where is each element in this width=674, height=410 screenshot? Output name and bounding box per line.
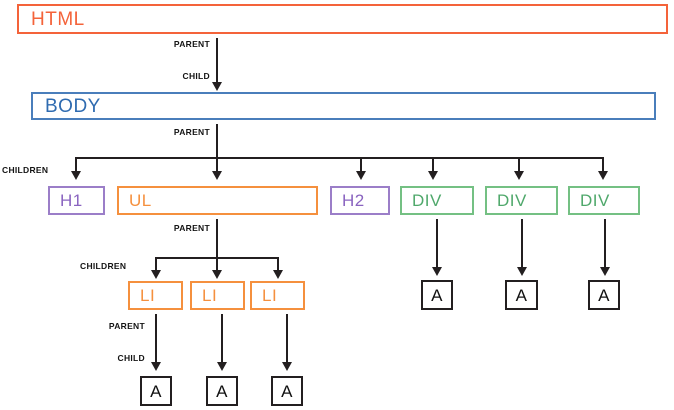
node-ul[interactable]: UL: [117, 186, 318, 215]
node-h2[interactable]: H2: [330, 186, 390, 215]
edge-label-html-child: CHILD: [182, 71, 210, 81]
node-h2-label: H2: [342, 191, 365, 210]
node-div-2-label: DIV: [497, 191, 527, 210]
edge-label-ul-parent: PARENT: [173, 223, 210, 233]
node-a-li-2[interactable]: A: [206, 376, 238, 406]
node-div-3[interactable]: DIV: [568, 186, 640, 215]
edge-body-to-div3-line: [602, 157, 604, 173]
edge-li2-to-a-line: [221, 314, 223, 364]
node-li-2[interactable]: LI: [190, 281, 245, 310]
edge-body-to-h1-line: [75, 157, 77, 173]
edge-ul-stem: [216, 219, 218, 273]
node-html-label: HTML: [31, 8, 85, 30]
node-a-li-1-label: A: [150, 381, 162, 401]
edge-li1-to-a-line: [155, 314, 157, 364]
edge-li3-to-a-arrow: [282, 362, 292, 371]
node-li-1-label: LI: [140, 286, 156, 305]
node-h1[interactable]: H1: [48, 186, 105, 215]
edge-label-li-parent: PARENT: [108, 321, 145, 331]
edge-ul-to-li2-arrow: [212, 270, 222, 279]
node-body-label: BODY: [45, 95, 101, 117]
edge-ul-to-li1-arrow: [151, 270, 161, 279]
node-div-1-label: DIV: [412, 191, 442, 210]
edge-html-to-body-arrow: [212, 82, 222, 91]
edge-ul-children-bus: [155, 257, 277, 259]
node-ul-label: UL: [129, 191, 152, 210]
edge-ul-to-li3-line: [277, 257, 279, 270]
edge-body-to-h2-line: [360, 157, 362, 173]
edge-body-to-div3-arrow: [598, 171, 608, 180]
edge-div3-to-a-arrow: [600, 267, 610, 276]
node-li-1[interactable]: LI: [128, 281, 183, 310]
node-a-div-2[interactable]: A: [505, 280, 538, 310]
node-div-3-label: DIV: [580, 191, 610, 210]
edge-div2-to-a-arrow: [517, 267, 527, 276]
node-div-2[interactable]: DIV: [485, 186, 558, 215]
node-a-li-1[interactable]: A: [140, 376, 172, 406]
edge-div3-to-a-line: [604, 219, 606, 269]
edge-body-to-ul-arrow: [212, 171, 222, 180]
edge-body-to-div1-line: [432, 157, 434, 173]
node-a-li-2-label: A: [216, 381, 228, 401]
node-li-3[interactable]: LI: [250, 281, 305, 310]
edge-body-to-div1-arrow: [428, 171, 438, 180]
edge-body-to-h1-arrow: [71, 171, 81, 180]
node-body[interactable]: BODY: [31, 92, 656, 120]
node-a-div-3[interactable]: A: [588, 280, 620, 310]
edge-body-stem: [216, 124, 218, 173]
edge-label-html-parent: PARENT: [173, 39, 210, 49]
edge-li1-to-a-arrow: [151, 362, 161, 371]
node-a-div-2-label: A: [515, 285, 528, 305]
node-a-li-3[interactable]: A: [271, 376, 303, 406]
edge-body-to-div2-arrow: [514, 171, 524, 180]
node-li-2-label: LI: [202, 286, 218, 305]
edge-ul-to-li1-line: [155, 257, 157, 270]
node-li-3-label: LI: [262, 286, 278, 305]
edge-body-children-bus: [75, 157, 603, 159]
edge-label-body-children: CHILDREN: [2, 165, 49, 175]
node-a-div-3-label: A: [598, 285, 610, 305]
edge-ul-to-li3-arrow: [273, 270, 283, 279]
edge-html-to-body-line: [216, 38, 218, 84]
edge-div1-to-a-line: [436, 219, 438, 269]
edge-div1-to-a-arrow: [432, 267, 442, 276]
node-html[interactable]: HTML: [17, 4, 668, 34]
edge-div2-to-a-line: [521, 219, 523, 269]
node-div-1[interactable]: DIV: [400, 186, 474, 215]
edge-li3-to-a-line: [286, 314, 288, 364]
edge-li2-to-a-arrow: [217, 362, 227, 371]
edge-body-to-h2-arrow: [356, 171, 366, 180]
node-a-div-1-label: A: [431, 285, 443, 305]
node-a-div-1[interactable]: A: [421, 280, 453, 310]
edge-label-ul-children: CHILDREN: [80, 261, 127, 271]
edge-label-body-parent: PARENT: [173, 127, 210, 137]
edge-body-to-div2-line: [518, 157, 520, 173]
node-h1-label: H1: [60, 191, 83, 210]
edge-label-li-child: CHILD: [117, 353, 145, 363]
node-a-li-3-label: A: [281, 381, 293, 401]
